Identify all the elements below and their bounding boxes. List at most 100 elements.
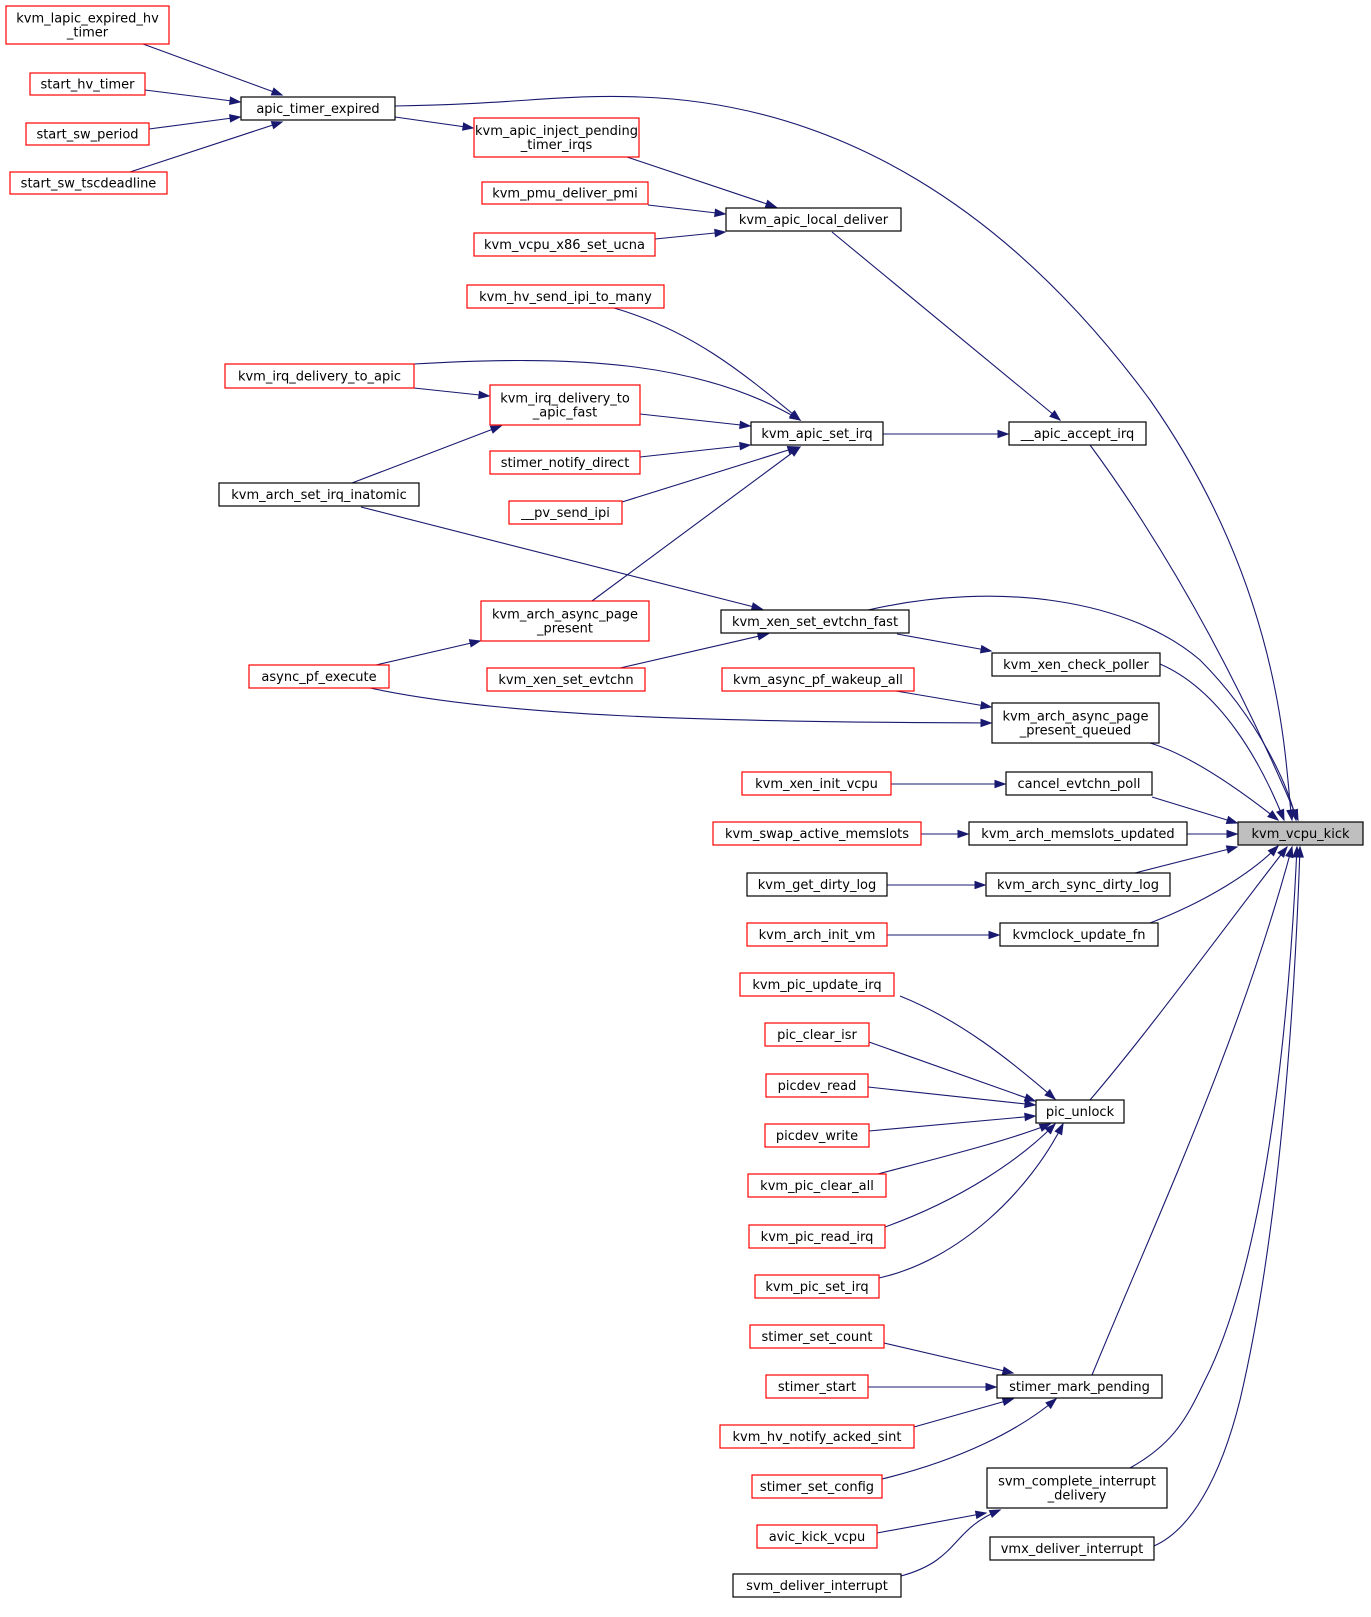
node-stimer_mark_pending[interactable]: stimer_mark_pending (996, 1374, 1163, 1399)
node-label: kvm_apic_inject_pending (475, 124, 638, 139)
node-label: kvm_irq_delivery_to_apic (238, 370, 401, 385)
node-svm_deliver_interrupt[interactable]: svm_deliver_interrupt (732, 1573, 902, 1598)
arrowhead (714, 208, 727, 218)
node-stimer_set_count[interactable]: stimer_set_count (749, 1324, 885, 1349)
node-label: stimer_set_config (760, 1480, 874, 1495)
node-kvm_arch_set_irq_inatomic[interactable]: kvm_arch_set_irq_inatomic (218, 482, 420, 507)
node-kvm_xen_init_vcpu[interactable]: kvm_xen_init_vcpu (741, 771, 892, 796)
edge-pic_clear_isr-to-pic_unlock (868, 1041, 1037, 1102)
edge-kvm_arch_init_vm-to-kvmclock_update_fn (887, 930, 1001, 940)
node-kvm_arch_async_page_present_queued[interactable]: kvm_arch_async_page_present_queued (991, 702, 1160, 744)
arrowhead (1001, 1366, 1015, 1375)
edge-line (1089, 444, 1299, 821)
node-box (746, 922, 888, 947)
node-kvm_lapic_expired_hv_timer[interactable]: kvm_lapic_expired_hv_timer (5, 5, 170, 45)
arrowhead (979, 644, 993, 654)
node-stimer_set_config[interactable]: stimer_set_config (751, 1474, 883, 1499)
node-box (224, 363, 415, 389)
node-__apic_accept_irq[interactable]: __apic_accept_irq (1008, 421, 1147, 446)
node-picdev_read[interactable]: picdev_read (765, 1073, 869, 1098)
node-pic_unlock[interactable]: pic_unlock (1035, 1099, 1125, 1124)
node-kvm_apic_local_deliver[interactable]: kvm_apic_local_deliver (725, 207, 902, 232)
node-kvm_irq_delivery_to_apic_fast[interactable]: kvm_irq_delivery_to_apic_fast (489, 384, 641, 426)
node-box (29, 72, 146, 96)
edge-kvm_lapic_expired_hv_timer-to-apic_timer_expired (142, 43, 284, 96)
node-label: kvm_xen_set_evtchn_fast (732, 615, 898, 630)
node-stimer_start[interactable]: stimer_start (765, 1374, 869, 1399)
edge-line (868, 1115, 1036, 1132)
arrowhead (1045, 1398, 1058, 1410)
node-kvm_hv_send_ipi_to_many[interactable]: kvm_hv_send_ipi_to_many (466, 284, 665, 309)
node-box (732, 1573, 902, 1598)
node-kvm_vcpu_kick[interactable]: kvm_vcpu_kick (1237, 821, 1364, 846)
node-kvm_get_dirty_log[interactable]: kvm_get_dirty_log (746, 872, 888, 897)
edges-layer (129, 43, 1304, 1577)
node-label: vmx_deliver_interrupt (1001, 1542, 1144, 1557)
arrowhead (270, 121, 284, 130)
node-start_sw_tscdeadline[interactable]: start_sw_tscdeadline (9, 171, 168, 195)
edge-line (913, 1398, 1014, 1428)
edge-line (360, 506, 763, 610)
node-box (750, 421, 884, 446)
arrowhead (985, 1382, 998, 1392)
node-box (991, 652, 1161, 677)
node-kvm_swap_active_memslots[interactable]: kvm_swap_active_memslots (712, 821, 922, 846)
node-kvm_pic_clear_all[interactable]: kvm_pic_clear_all (747, 1173, 887, 1198)
node-__pv_send_ipi[interactable]: __pv_send_ipi (508, 500, 623, 525)
node-label: kvm_arch_set_irq_inatomic (231, 488, 406, 503)
node-cancel_evtchn_poll[interactable]: cancel_evtchn_poll (1005, 771, 1153, 796)
node-kvm_vcpu_x86_set_ucna[interactable]: kvm_vcpu_x86_set_ucna (473, 232, 656, 257)
edge-line (881, 1398, 1057, 1480)
node-kvm_apic_set_irq[interactable]: kvm_apic_set_irq (750, 421, 884, 446)
node-kvm_xen_set_evtchn[interactable]: kvm_xen_set_evtchn (486, 667, 646, 692)
node-start_sw_period[interactable]: start_sw_period (25, 122, 150, 146)
node-kvm_pmu_deliver_pmi[interactable]: kvm_pmu_deliver_pmi (481, 181, 649, 205)
node-label: _timer (66, 26, 109, 41)
node-kvm_irq_delivery_to_apic[interactable]: kvm_irq_delivery_to_apic (224, 363, 415, 389)
node-kvm_async_pf_wakeup_all[interactable]: kvm_async_pf_wakeup_all (721, 667, 915, 692)
node-start_hv_timer[interactable]: start_hv_timer (29, 72, 146, 96)
edge-line (1149, 845, 1279, 924)
node-box (240, 96, 396, 121)
node-kvm_pic_update_irq[interactable]: kvm_pic_update_irq (739, 972, 895, 997)
node-kvmclock_update_fn[interactable]: kvmclock_update_fn (999, 922, 1159, 947)
node-label: kvm_get_dirty_log (758, 878, 877, 893)
node-box (719, 1424, 915, 1449)
node-kvm_arch_memslots_updated[interactable]: kvm_arch_memslots_updated (968, 821, 1188, 846)
node-kvm_arch_async_page_present[interactable]: kvm_arch_async_page_present (480, 600, 650, 642)
node-stimer_notify_direct[interactable]: stimer_notify_direct (489, 450, 641, 475)
edge-line (1149, 742, 1279, 821)
node-kvm_arch_sync_dirty_log[interactable]: kvm_arch_sync_dirty_log (985, 872, 1171, 897)
node-label: kvm_apic_local_deliver (739, 213, 889, 228)
node-pic_clear_isr[interactable]: pic_clear_isr (764, 1022, 870, 1047)
node-kvm_apic_inject_pending_timer_irqs[interactable]: kvm_apic_inject_pending_timer_irqs (473, 117, 640, 158)
node-apic_timer_expired[interactable]: apic_timer_expired (240, 96, 396, 121)
node-box (248, 664, 390, 689)
node-label: kvm_arch_async_page (1002, 710, 1148, 725)
edge-line (142, 43, 283, 96)
node-box (999, 922, 1159, 947)
node-avic_kick_vcpu[interactable]: avic_kick_vcpu (756, 1524, 878, 1549)
arrowhead (1024, 1112, 1037, 1122)
edge-line (867, 1086, 1036, 1106)
node-kvm_arch_init_vm[interactable]: kvm_arch_init_vm (746, 922, 888, 947)
node-vmx_deliver_interrupt[interactable]: vmx_deliver_interrupt (989, 1536, 1155, 1561)
node-box (765, 1073, 869, 1098)
node-kvm_pic_read_irq[interactable]: kvm_pic_read_irq (748, 1224, 886, 1249)
edge-line (867, 595, 1297, 821)
node-label: avic_kick_vcpu (769, 1530, 866, 1545)
edge-line (883, 1342, 1014, 1374)
edge-kvm_async_pf_wakeup_all-to-kvm_arch_async_page_present_queued (895, 690, 993, 710)
node-svm_complete_interrupt_delivery[interactable]: svm_complete_interrupt_delivery (986, 1467, 1168, 1509)
node-kvm_xen_set_evtchn_fast[interactable]: kvm_xen_set_evtchn_fast (720, 609, 910, 634)
node-async_pf_execute[interactable]: async_pf_execute (248, 664, 390, 689)
node-kvm_xen_check_poller[interactable]: kvm_xen_check_poller (991, 652, 1161, 677)
node-label: kvm_arch_memslots_updated (981, 827, 1174, 842)
node-picdev_write[interactable]: picdev_write (764, 1123, 870, 1148)
node-kvm_pic_set_irq[interactable]: kvm_pic_set_irq (754, 1274, 880, 1299)
edge-line (1159, 663, 1285, 821)
node-label: stimer_set_count (761, 1330, 872, 1345)
node-kvm_hv_notify_acked_sint[interactable]: kvm_hv_notify_acked_sint (719, 1424, 915, 1449)
arrowhead (1049, 409, 1062, 421)
edge-kvm_xen_init_vcpu-to-cancel_evtchn_poll (891, 779, 1007, 789)
